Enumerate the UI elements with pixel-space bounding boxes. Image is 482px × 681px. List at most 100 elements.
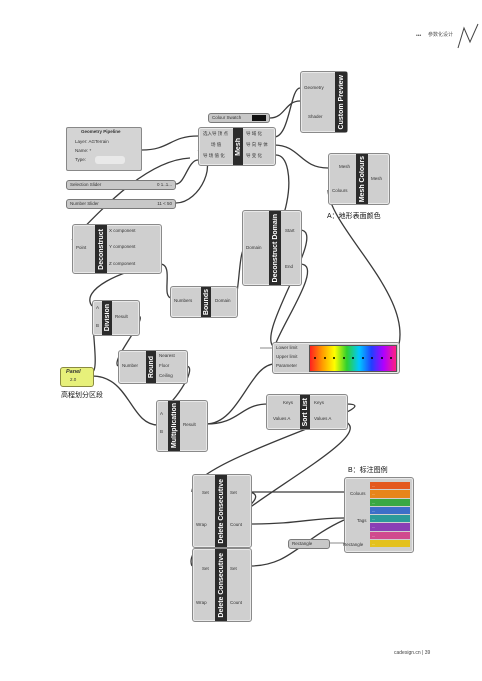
custom-preview-title-bar: Custom Preview xyxy=(335,72,347,132)
round-in-number[interactable]: Number xyxy=(122,363,139,368)
rectangle-param[interactable]: Rectangle xyxy=(288,539,330,549)
multiplication-title: Multiplication xyxy=(170,403,178,449)
division-in-a[interactable]: A xyxy=(96,305,100,310)
mesh-right-1[interactable]: 导 向 导 体 xyxy=(246,142,268,147)
gradient-node[interactable]: Lower limit Upper limit Parameter xyxy=(272,342,400,374)
mesh-right-2[interactable]: 导 变 化 xyxy=(246,153,263,158)
gradient-dot xyxy=(380,357,383,359)
bounds-node[interactable]: Numbers Bounds Domain xyxy=(170,286,238,318)
multiplication-out-result[interactable]: Result xyxy=(183,422,196,427)
number-slider-label: Number Slider xyxy=(70,201,99,206)
mesh-colours-in-colours[interactable]: Colours xyxy=(332,188,348,193)
custom-preview-in-shader[interactable]: Shader xyxy=(308,114,323,119)
delete-consecutive-2-in-wrap[interactable]: Wrap xyxy=(196,600,207,605)
multiplication-node[interactable]: A B Multiplication Result xyxy=(156,400,208,452)
delete-consecutive-2-in-set[interactable]: Set xyxy=(202,566,209,571)
mesh-title-bar: Mesh xyxy=(233,128,243,165)
delete-consecutive-2-out-count[interactable]: Count xyxy=(230,600,243,605)
delete-consecutive-1-out-set[interactable]: Set xyxy=(230,490,237,495)
geometry-pipeline-name[interactable]: Name: * xyxy=(75,148,92,153)
multiplication-in-b[interactable]: B xyxy=(160,429,164,434)
legend-swatches[interactable]: ........................ xyxy=(370,482,410,548)
deconstruct-domain-out-end[interactable]: End xyxy=(285,264,294,269)
round-node[interactable]: Number Round Nearest Floor Ceiling xyxy=(118,350,188,384)
geometry-pipeline-type[interactable]: Type: xyxy=(75,157,87,162)
geometry-pipeline-type-icons[interactable] xyxy=(95,156,125,164)
custom-preview-in-geometry[interactable]: Geometry xyxy=(304,85,324,90)
mesh-colours-title-bar: Mesh Colours xyxy=(356,154,368,204)
deconstruct-out-z[interactable]: Z component xyxy=(109,261,136,266)
division-node[interactable]: A B Division Result xyxy=(92,300,140,336)
gradient-in-parameter[interactable]: Parameter xyxy=(276,363,298,368)
mesh-left-2[interactable]: 导 场 值 化 xyxy=(203,153,225,158)
sort-list-out-keys[interactable]: Keys xyxy=(314,400,325,405)
gradient-in-lower[interactable]: Lower limit xyxy=(276,345,298,350)
colour-swatch-label: Colour Swatch xyxy=(212,115,242,120)
bounds-title-bar: Bounds xyxy=(201,287,211,317)
mesh-colours-node[interactable]: Mesh Colours Mesh Colours Mesh xyxy=(328,153,390,205)
legend-in-colours[interactable]: Colours xyxy=(350,491,366,496)
round-out-ceiling[interactable]: Ceiling xyxy=(159,373,173,378)
gradient-dot xyxy=(390,357,392,359)
multiplication-in-a[interactable]: A xyxy=(160,411,164,416)
delete-consecutive-1-out-count[interactable]: Count xyxy=(230,522,243,527)
mesh-colours-in-mesh[interactable]: Mesh xyxy=(339,164,351,169)
deconstruct-domain-in-domain[interactable]: Domain xyxy=(246,245,262,250)
legend-swatch: ... xyxy=(370,515,410,523)
delete-consecutive-2-out-set[interactable]: Set xyxy=(230,566,237,571)
delete-consecutive-1-node[interactable]: Set Wrap Delete Consecutive Set Count xyxy=(192,474,252,548)
delete-consecutive-1-in-wrap[interactable]: Wrap xyxy=(196,522,207,527)
round-out-floor[interactable]: Floor xyxy=(159,363,170,368)
point-panel[interactable]: Panel 2.0 xyxy=(60,367,94,387)
delete-consecutive-2-node[interactable]: Set Wrap Delete Consecutive Set Count xyxy=(192,548,252,622)
deconstruct-domain-node[interactable]: Domain Deconstruct Domain Start End xyxy=(242,210,302,286)
deconstruct-node[interactable]: Point Deconstruct X component Y componen… xyxy=(72,224,162,274)
geometry-pipeline-title: Geometry Pipeline xyxy=(81,129,121,134)
legend-swatch: ... xyxy=(370,539,410,547)
gradient-in-upper[interactable]: Upper limit xyxy=(276,354,298,359)
mesh-node[interactable]: 选入导 顶 点 场 值 导 场 值 化 Mesh 导 域 化 导 向 导 体 导… xyxy=(198,127,276,166)
caption-b: B：标注图例 xyxy=(348,467,388,474)
number-slider[interactable]: Number Slider 11 < 50 xyxy=(66,199,176,209)
custom-preview-node[interactable]: Geometry Shader Custom Preview xyxy=(300,71,348,133)
gradient-dot xyxy=(352,357,354,359)
colour-swatch[interactable]: Colour Swatch xyxy=(208,113,270,123)
selection-slider[interactable]: Selection Slider 0 1..1... xyxy=(66,180,176,190)
deconstruct-domain-out-start[interactable]: Start xyxy=(285,228,295,233)
sort-list-in-values[interactable]: Values A xyxy=(273,416,291,421)
legend-swatch: ... xyxy=(370,506,410,514)
division-title-bar: Division xyxy=(102,301,112,335)
delete-consecutive-1-in-set[interactable]: Set xyxy=(202,490,209,495)
sort-list-out-values[interactable]: Values A xyxy=(314,416,332,421)
legend-swatch: ... xyxy=(370,523,410,531)
selection-slider-label: Selection Slider xyxy=(70,182,102,187)
gradient-dot xyxy=(333,357,335,359)
bounds-in-numbers[interactable]: Numbers xyxy=(174,298,193,303)
gradient-dot xyxy=(314,357,316,359)
sort-list-in-keys[interactable]: Keys xyxy=(283,400,294,405)
round-title: Round xyxy=(147,355,155,379)
geometry-pipeline-layer[interactable]: Layer: AGTerrain xyxy=(75,139,109,144)
legend-in-rectangle[interactable]: Rectangle xyxy=(343,542,364,547)
bounds-out-domain[interactable]: Domain xyxy=(215,298,231,303)
header-dots-icon: ••• xyxy=(416,33,422,39)
mesh-right-0[interactable]: 导 域 化 xyxy=(246,131,263,136)
mesh-colours-out-mesh[interactable]: Mesh xyxy=(371,176,383,181)
rectangle-param-label: Rectangle xyxy=(292,541,313,546)
mesh-left-1[interactable]: 场 值 xyxy=(211,142,222,147)
round-out-nearest[interactable]: Nearest xyxy=(159,353,175,358)
deconstruct-out-y[interactable]: Y component xyxy=(109,244,136,249)
deconstruct-in-point[interactable]: Point xyxy=(76,245,87,250)
legend-node[interactable]: Colours Tags Rectangle .................… xyxy=(343,477,414,553)
division-in-b[interactable]: B xyxy=(96,323,100,328)
gradient-colour-bar[interactable] xyxy=(309,345,397,372)
legend-in-tags[interactable]: Tags xyxy=(357,518,367,523)
mesh-left-0[interactable]: 选入导 顶 点 xyxy=(203,131,229,136)
legend-swatch: ... xyxy=(370,490,410,498)
sort-list-node[interactable]: Keys Values A Sort List Keys Values A xyxy=(266,394,348,430)
deconstruct-out-x[interactable]: X component xyxy=(109,228,136,233)
mesh-colours-title: Mesh Colours xyxy=(358,155,366,203)
bounds-title: Bounds xyxy=(202,288,210,316)
geometry-pipeline-node[interactable]: Geometry Pipeline Layer: AGTerrain Name:… xyxy=(66,127,142,171)
division-out-result[interactable]: Result xyxy=(115,314,128,319)
